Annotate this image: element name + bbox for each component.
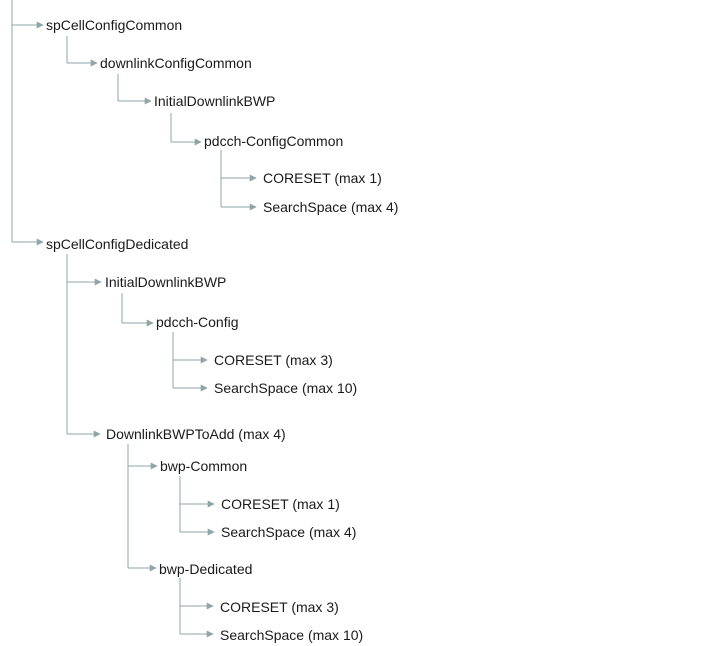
node-sp-cell-config-common: spCellConfigCommon bbox=[46, 17, 183, 33]
node-coreset-dedicated: CORESET (max 3) bbox=[214, 352, 333, 368]
node-downlink-config-common: downlinkConfigCommon bbox=[100, 55, 252, 71]
node-bwp-common: bwp-Common bbox=[160, 458, 248, 474]
node-bwp-common-searchspace: SearchSpace (max 4) bbox=[221, 524, 357, 540]
node-pdcch-config: pdcch-Config bbox=[156, 314, 239, 330]
node-pdcch-config-common: pdcch-ConfigCommon bbox=[204, 133, 344, 149]
node-bwp-dedicated-coreset: CORESET (max 3) bbox=[220, 599, 339, 615]
node-initial-downlink-bwp-common: InitialDownlinkBWP bbox=[154, 93, 276, 109]
node-searchspace-common: SearchSpace (max 4) bbox=[263, 199, 399, 215]
node-downlink-bwp-to-add: DownlinkBWPToAdd (max 4) bbox=[106, 426, 286, 442]
node-bwp-dedicated-searchspace: SearchSpace (max 10) bbox=[220, 627, 364, 643]
node-coreset-common: CORESET (max 1) bbox=[263, 170, 382, 186]
node-bwp-common-coreset: CORESET (max 1) bbox=[221, 496, 340, 512]
node-sp-cell-config-dedicated: spCellConfigDedicated bbox=[46, 236, 189, 252]
node-initial-downlink-bwp-dedicated: InitialDownlinkBWP bbox=[105, 274, 227, 290]
node-searchspace-dedicated: SearchSpace (max 10) bbox=[214, 380, 358, 396]
node-bwp-dedicated: bwp-Dedicated bbox=[159, 561, 253, 577]
